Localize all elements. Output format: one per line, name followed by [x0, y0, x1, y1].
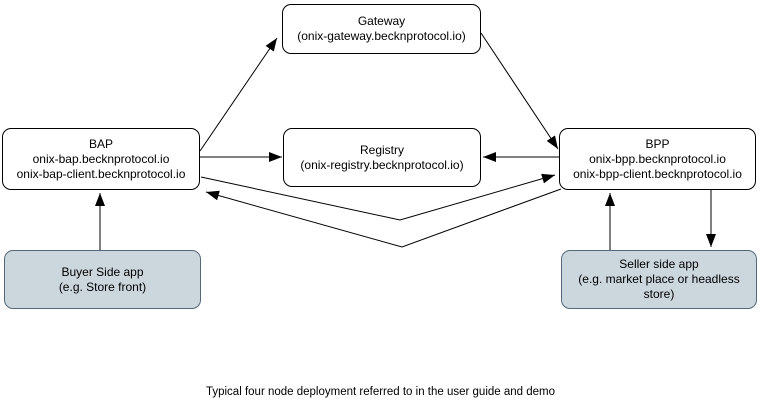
- registry-title: Registry: [359, 142, 404, 157]
- bpp-client-url: onix-bpp-client.becknprotocol.io: [573, 166, 742, 181]
- bpp-title: BPP: [645, 136, 670, 151]
- bap-title: BAP: [88, 136, 113, 151]
- gateway-node: Gateway (onix-gateway.becknprotocol.io): [282, 4, 481, 54]
- arrow-bap-to-bpp: [200, 173, 556, 221]
- bap-url: onix-bap.becknprotocol.io: [32, 151, 170, 166]
- bpp-node: BPP onix-bpp.becknprotocol.io onix-bpp-c…: [559, 128, 756, 190]
- bpp-url: onix-bpp.becknprotocol.io: [589, 151, 726, 166]
- registry-node: Registry (onix-registry.becknprotocol.io…: [283, 128, 481, 187]
- arrow-gateway-to-bpp: [480, 32, 559, 150]
- seller-app-title: Seller side app: [619, 257, 699, 271]
- bap-node: BAP onix-bap.becknprotocol.io onix-bap-c…: [2, 128, 200, 190]
- buyer-app-subtitle: (e.g. Store front): [58, 279, 147, 294]
- seller-app-node: Seller side app (e.g. market place or he…: [561, 250, 757, 309]
- seller-app-subtitle: (e.g. market place or headless store): [578, 272, 740, 301]
- registry-subtitle: (onix-registry.becknprotocol.io): [300, 157, 464, 172]
- buyer-app-title: Buyer Side app: [61, 264, 144, 279]
- bap-client-url: onix-bap-client.becknprotocol.io: [16, 166, 186, 181]
- gateway-subtitle: (onix-gateway.becknprotocol.io): [297, 29, 466, 43]
- arrow-bpp-to-bap: [205, 188, 562, 248]
- buyer-app-node: Buyer Side app (e.g. Store front): [4, 250, 201, 309]
- diagram-caption: Typical four node deployment referred to…: [205, 386, 556, 398]
- gateway-title: Gateway: [357, 14, 406, 28]
- arrow-bap-to-gateway: [199, 37, 278, 152]
